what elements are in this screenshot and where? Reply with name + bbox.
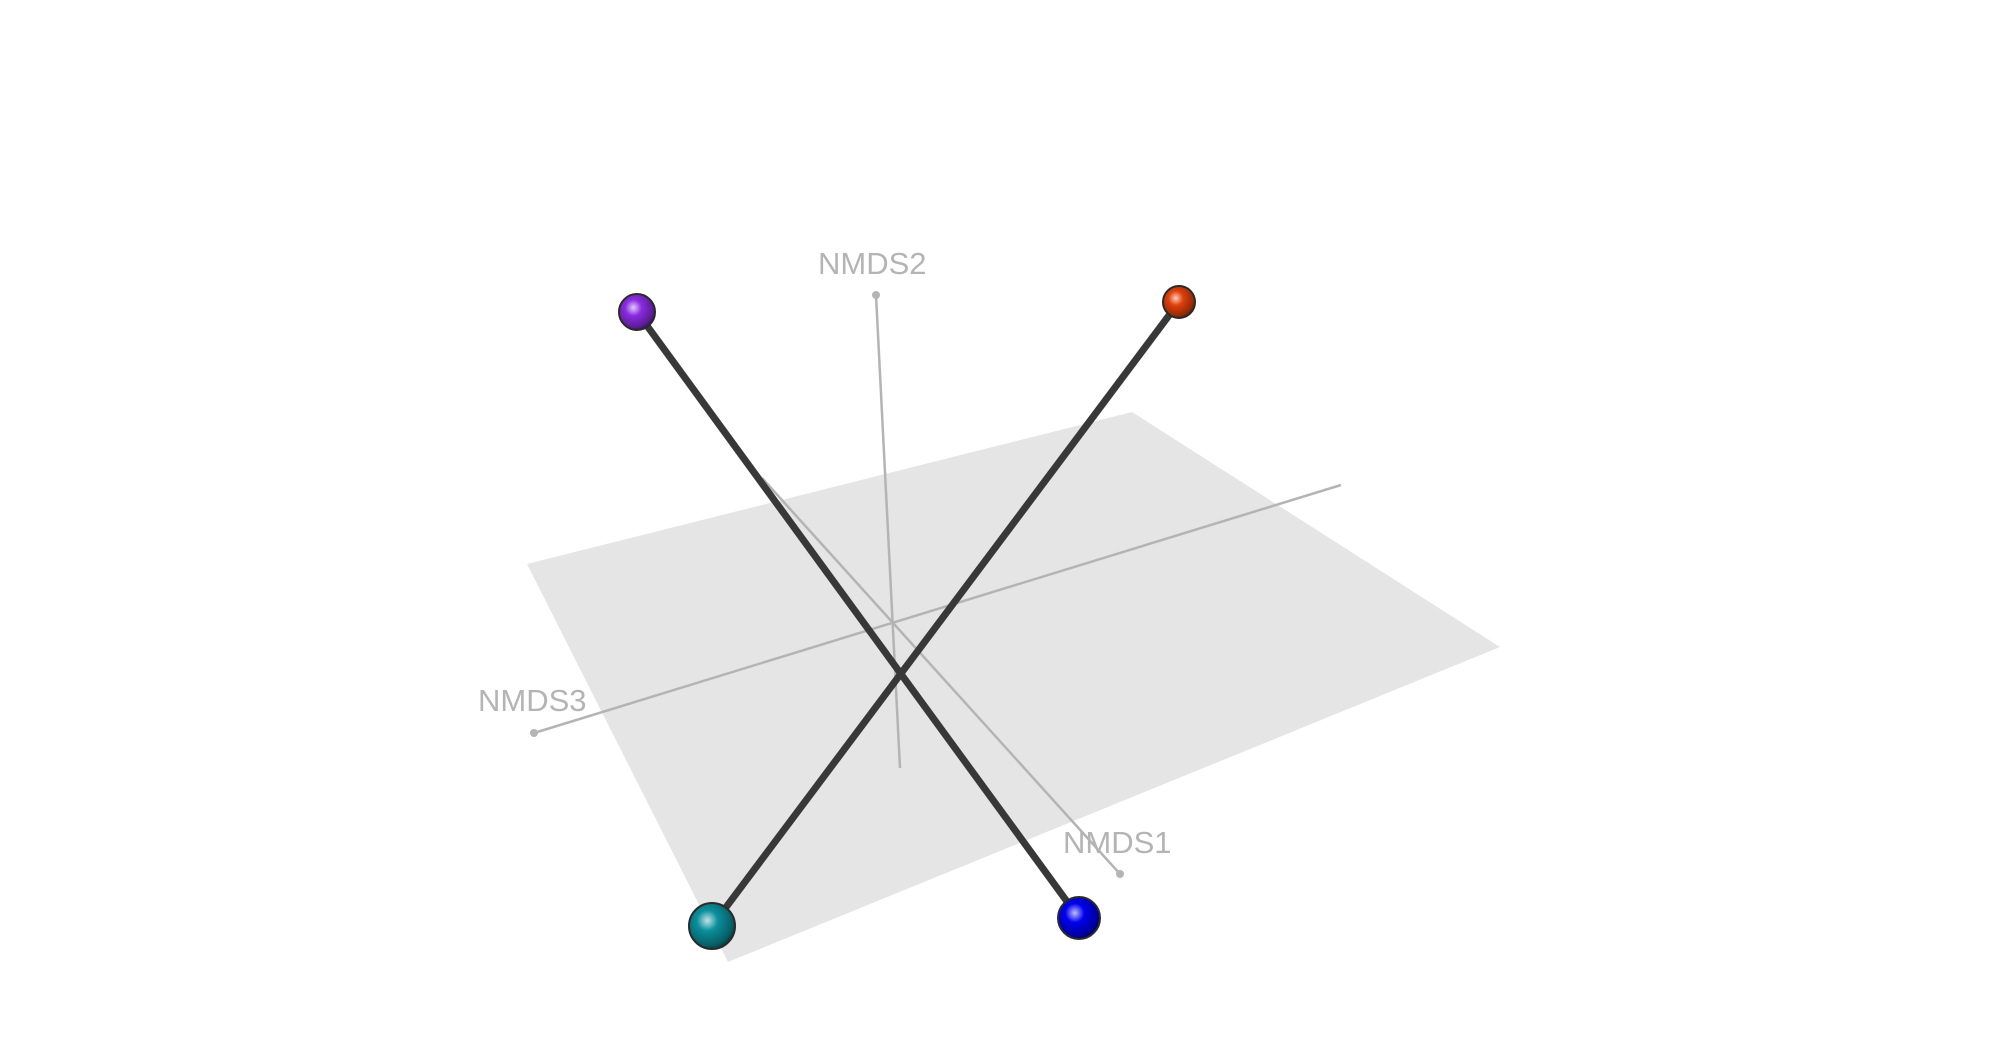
data-point-1[interactable] (1162, 285, 1196, 319)
points-layer[interactable] (618, 285, 1196, 950)
segment-1 (708, 298, 1183, 930)
nmds1-axis-end-marker (1116, 870, 1124, 878)
nmds2-axis-label: NMDS2 (818, 246, 927, 281)
nmds3-axis-end-marker (530, 729, 538, 737)
data-point-0[interactable] (618, 293, 656, 331)
segments-layer (633, 298, 1183, 930)
nmds2-axis-line (874, 294, 902, 769)
data-point-2[interactable] (688, 902, 736, 950)
data-point-3[interactable] (1057, 896, 1101, 940)
axis-labels-layer: NMDS1 NMDS2 NMDS3 (478, 246, 1172, 860)
nmds1-axis-line (761, 477, 1121, 875)
ground-plane (527, 412, 1500, 962)
nmds1-axis-label: NMDS1 (1063, 825, 1172, 860)
segment-0 (633, 308, 1083, 922)
nmds3-axis-line (533, 483, 1342, 735)
ground-plane-layer (527, 412, 1500, 962)
nmds3-axis-label: NMDS3 (478, 683, 587, 718)
axes-layer (530, 291, 1342, 878)
nmds2-axis-end-marker (872, 291, 880, 299)
